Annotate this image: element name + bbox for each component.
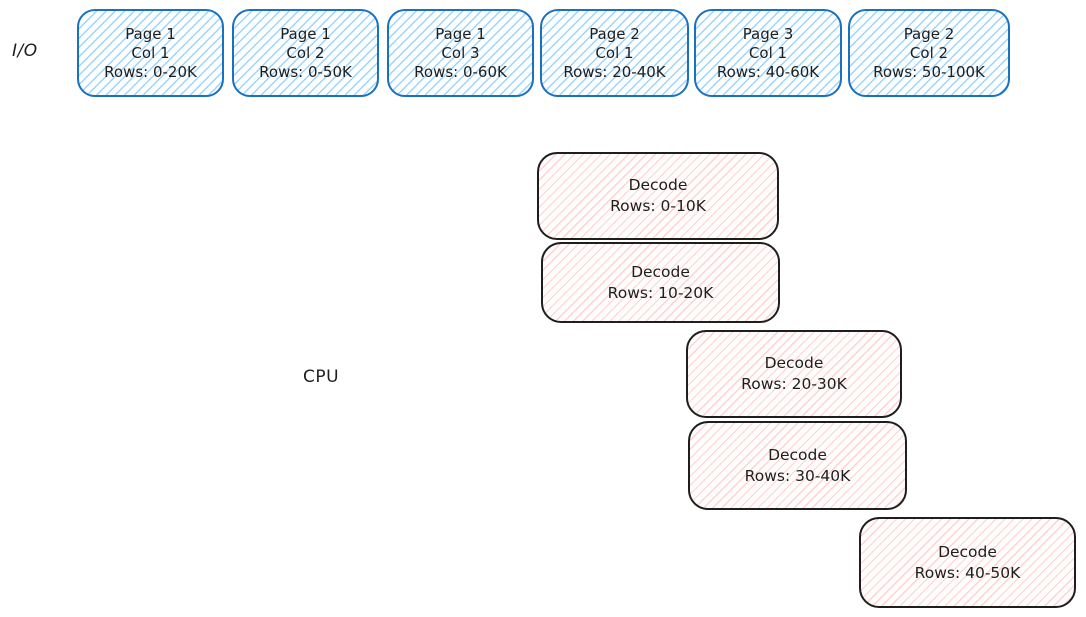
decode-title-label: Decode	[628, 176, 688, 194]
io-block-page1-col3: Page 1 Col 3 Rows: 0-60K	[387, 9, 534, 97]
io-block-page-label: Page 1	[280, 24, 331, 43]
decode-rows-label: Rows: 20-30K	[741, 375, 847, 393]
io-block-page-label: Page 2	[903, 24, 955, 43]
decode-title-label: Decode	[631, 262, 690, 281]
decode-block-20-30k: Decode Rows: 20-30K	[686, 330, 902, 418]
io-block-page1-col1: Page 1 Col 1 Rows: 0-20K	[77, 9, 224, 97]
io-block-page-label: Page 2	[589, 24, 640, 43]
decode-title-label: Decode	[768, 445, 827, 464]
decode-block-0-10k: Decode Rows: 0-10K	[537, 152, 779, 240]
io-block-page-label: Page 3	[742, 24, 794, 43]
cpu-lane-label: CPU	[303, 367, 340, 387]
io-block-rows-label: Rows: 0-60K	[414, 62, 507, 81]
io-block-rows-label: Rows: 0-50K	[259, 62, 352, 81]
decode-rows-label: Rows: 30-40K	[744, 466, 851, 485]
io-block-page2-col2: Page 2 Col 2 Rows: 50-100K	[848, 9, 1010, 97]
io-block-page-label: Page 1	[435, 24, 486, 43]
decode-rows-label: Rows: 40-50K	[914, 563, 1021, 582]
decode-title-label: Decode	[764, 354, 824, 372]
decode-block-40-50k: Decode Rows: 40-50K	[859, 517, 1076, 608]
io-block-col-label: Col 3	[441, 43, 480, 62]
decode-block-10-20k: Decode Rows: 10-20K	[541, 242, 780, 323]
io-block-page3-col1: Page 3 Col 1 Rows: 40-60K	[694, 9, 842, 97]
io-block-rows-label: Rows: 0-20K	[104, 62, 197, 81]
decode-rows-label: Rows: 0-10K	[610, 197, 706, 215]
io-block-col-label: Col 2	[286, 43, 325, 62]
decode-title-label: Decode	[938, 542, 997, 561]
io-block-page2-col1: Page 2 Col 1 Rows: 20-40K	[540, 9, 689, 97]
decode-block-30-40k: Decode Rows: 30-40K	[688, 421, 907, 510]
decode-rows-label: Rows: 10-20K	[607, 283, 714, 302]
io-lane-label: I/O	[12, 41, 38, 61]
io-block-col-label: Col 2	[909, 43, 949, 62]
io-block-col-label: Col 1	[131, 43, 170, 62]
io-block-page1-col2: Page 1 Col 2 Rows: 0-50K	[232, 9, 379, 97]
io-block-page-label: Page 1	[125, 24, 176, 43]
io-block-col-label: Col 1	[595, 43, 634, 62]
io-block-rows-label: Rows: 40-60K	[716, 62, 820, 81]
io-block-rows-label: Rows: 20-40K	[563, 62, 666, 81]
io-block-rows-label: Rows: 50-100K	[873, 62, 985, 81]
io-block-col-label: Col 1	[748, 43, 788, 62]
